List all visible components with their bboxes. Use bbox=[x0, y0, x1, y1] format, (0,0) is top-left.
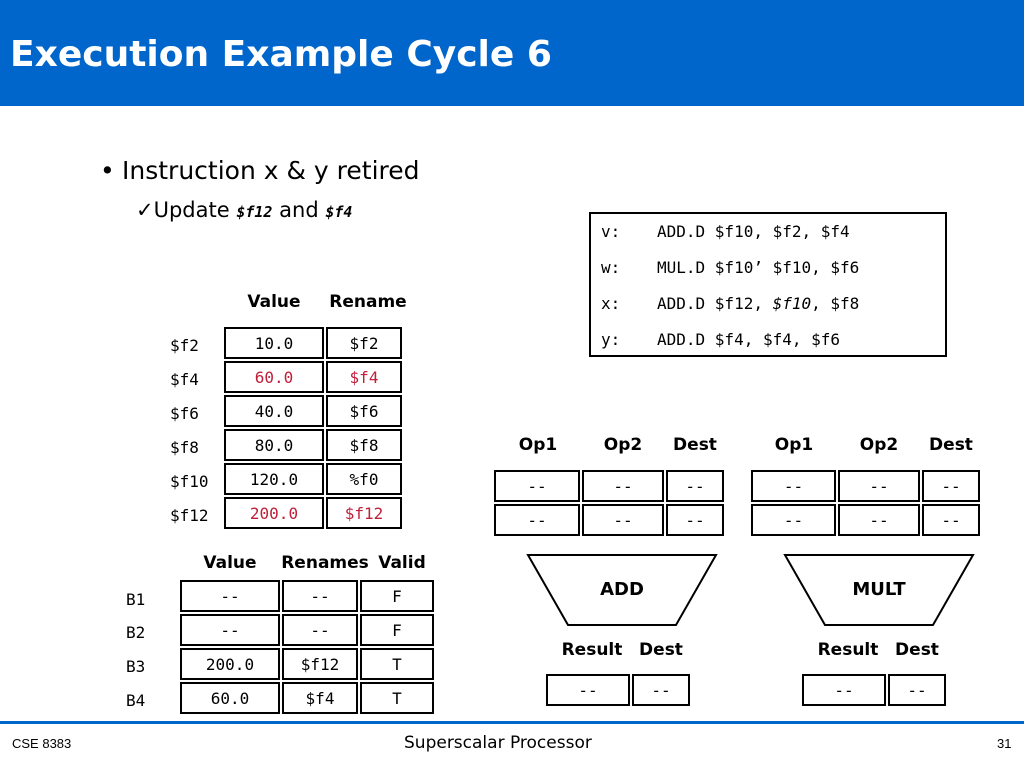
mult-out-cell: -- bbox=[888, 674, 946, 706]
instruction-text: ADD.D $f10, $f2, $f4 bbox=[657, 222, 850, 241]
regfile-value-cell: 10.0 bbox=[224, 327, 324, 359]
bullet-dot-icon: • bbox=[100, 156, 115, 185]
mult-rs-cell: -- bbox=[751, 470, 836, 502]
slide-title: Execution Example Cycle 6 bbox=[10, 34, 552, 75]
rob-rename-cell: -- bbox=[282, 614, 358, 646]
instruction-label: w: bbox=[601, 258, 621, 277]
mult-rs-header-op1: Op1 bbox=[774, 435, 814, 455]
add-rs-cell: -- bbox=[666, 504, 724, 536]
regfile-row-label: $f2 bbox=[170, 336, 199, 355]
rob-row-label: B4 bbox=[126, 691, 146, 710]
instruction-label: y: bbox=[601, 330, 621, 349]
mult-rs-header-dest: Dest bbox=[929, 435, 973, 455]
add-rs-cell: -- bbox=[582, 470, 664, 502]
regfile-value-cell: 80.0 bbox=[224, 429, 324, 461]
add-rs-cell: -- bbox=[582, 504, 664, 536]
regfile-rename-cell: $f2 bbox=[326, 327, 402, 359]
regfile-value-cell: 60.0 bbox=[224, 361, 324, 393]
mult-rs-cell: -- bbox=[922, 470, 980, 502]
regfile-row-label: $f8 bbox=[170, 438, 199, 457]
mult-rs-cell: -- bbox=[751, 504, 836, 536]
regfile-value-cell: 200.0 bbox=[224, 497, 324, 529]
rob-row-label: B2 bbox=[126, 623, 146, 642]
footer-page-number: 31 bbox=[997, 736, 1012, 751]
mult-out-header-dest: Dest bbox=[895, 640, 939, 660]
regfile-value-cell: 40.0 bbox=[224, 395, 324, 427]
regfile-rename-cell: $f6 bbox=[326, 395, 402, 427]
instruction-text: ADD.D $f4, $f4, $f6 bbox=[657, 330, 841, 349]
rob-value-cell: 60.0 bbox=[180, 682, 280, 714]
instruction-text-pre: ADD.D $f12, bbox=[657, 294, 773, 313]
bullet-item: •Instruction x & y retired bbox=[100, 156, 420, 185]
add-out-header-result: Result bbox=[561, 640, 623, 660]
rob-row-label: B1 bbox=[126, 590, 146, 609]
regfile-rename-cell: $f12 bbox=[326, 497, 402, 529]
checkmark-icon: ✓ bbox=[136, 198, 154, 222]
instruction-v: v: ADD.D $f10, $f2, $f4 bbox=[601, 222, 850, 241]
regfile-value-cell: 120.0 bbox=[224, 463, 324, 495]
rob-value-cell: -- bbox=[180, 614, 280, 646]
rob-rename-cell: $f4 bbox=[282, 682, 358, 714]
regfile-rename-cell: $f4 bbox=[326, 361, 402, 393]
rob-value-cell: 200.0 bbox=[180, 648, 280, 680]
sub-bullet-reg1: $f12 bbox=[236, 203, 273, 221]
regfile-rename-cell: $f8 bbox=[326, 429, 402, 461]
add-rs-cell: -- bbox=[666, 470, 724, 502]
instruction-list: v: ADD.D $f10, $f2, $f4 w: MUL.D $f10’ $f1… bbox=[589, 212, 947, 357]
instruction-label: x: bbox=[601, 294, 621, 313]
mult-out-header-result: Result bbox=[817, 640, 879, 660]
rob-rename-cell: -- bbox=[282, 580, 358, 612]
regfile-header-value: Value bbox=[247, 292, 301, 312]
regfile-rename-cell: %f0 bbox=[326, 463, 402, 495]
mult-rs-cell: -- bbox=[838, 504, 920, 536]
sub-bullet-and: and bbox=[272, 198, 326, 222]
regfile-row-label: $f10 bbox=[170, 472, 209, 491]
add-rs-header-op1: Op1 bbox=[518, 435, 558, 455]
add-out-cell: -- bbox=[632, 674, 690, 706]
add-rs-cell: -- bbox=[494, 470, 580, 502]
slide-header: Execution Example Cycle 6 bbox=[0, 0, 1024, 106]
mult-unit-shape: MULT bbox=[783, 554, 975, 626]
add-unit-label: ADD bbox=[600, 579, 644, 600]
mult-rs-cell: -- bbox=[922, 504, 980, 536]
footer-topic: Superscalar Processor bbox=[404, 733, 592, 753]
rob-header-value: Value bbox=[203, 553, 257, 573]
rob-valid-cell: F bbox=[360, 614, 434, 646]
instruction-text: MUL.D $f10’ $f10, $f6 bbox=[657, 258, 860, 277]
rob-valid-cell: T bbox=[360, 682, 434, 714]
mult-rs-header-op2: Op2 bbox=[859, 435, 899, 455]
rob-header-valid: Valid bbox=[378, 553, 426, 573]
sub-bullet-prefix: Update bbox=[153, 198, 237, 222]
instruction-text-post: , $f8 bbox=[811, 294, 860, 313]
add-out-header-dest: Dest bbox=[639, 640, 683, 660]
sub-bullet-reg2: $f4 bbox=[325, 203, 353, 221]
footer-divider bbox=[0, 721, 1024, 724]
mult-out-cell: -- bbox=[802, 674, 886, 706]
add-out-cell: -- bbox=[546, 674, 630, 706]
rob-valid-cell: T bbox=[360, 648, 434, 680]
instruction-label: v: bbox=[601, 222, 621, 241]
regfile-row-label: $f12 bbox=[170, 506, 209, 525]
regfile-row-label: $f4 bbox=[170, 370, 199, 389]
mult-rs-cell: -- bbox=[838, 470, 920, 502]
rob-value-cell: -- bbox=[180, 580, 280, 612]
instruction-x: x: ADD.D $f12, $f10, $f8 bbox=[601, 294, 859, 313]
mult-unit-label: MULT bbox=[852, 579, 906, 600]
rob-header-renames: Renames bbox=[281, 553, 369, 573]
instruction-text-em: $f10 bbox=[772, 294, 812, 313]
add-rs-header-op2: Op2 bbox=[603, 435, 643, 455]
bullet-text: Instruction x & y retired bbox=[122, 156, 420, 185]
regfile-row-label: $f6 bbox=[170, 404, 199, 423]
rob-row-label: B3 bbox=[126, 657, 146, 676]
sub-bullet-item: ✓Update $f12 and $f4 bbox=[136, 198, 352, 222]
footer-course: CSE 8383 bbox=[12, 736, 72, 751]
add-unit-shape: ADD bbox=[526, 554, 718, 626]
instruction-w: w: MUL.D $f10’ $f10, $f6 bbox=[601, 258, 859, 277]
rob-valid-cell: F bbox=[360, 580, 434, 612]
add-rs-header-dest: Dest bbox=[673, 435, 717, 455]
instruction-y: y: ADD.D $f4, $f4, $f6 bbox=[601, 330, 840, 349]
add-rs-cell: -- bbox=[494, 504, 580, 536]
regfile-header-rename: Rename bbox=[329, 292, 407, 312]
rob-rename-cell: $f12 bbox=[282, 648, 358, 680]
